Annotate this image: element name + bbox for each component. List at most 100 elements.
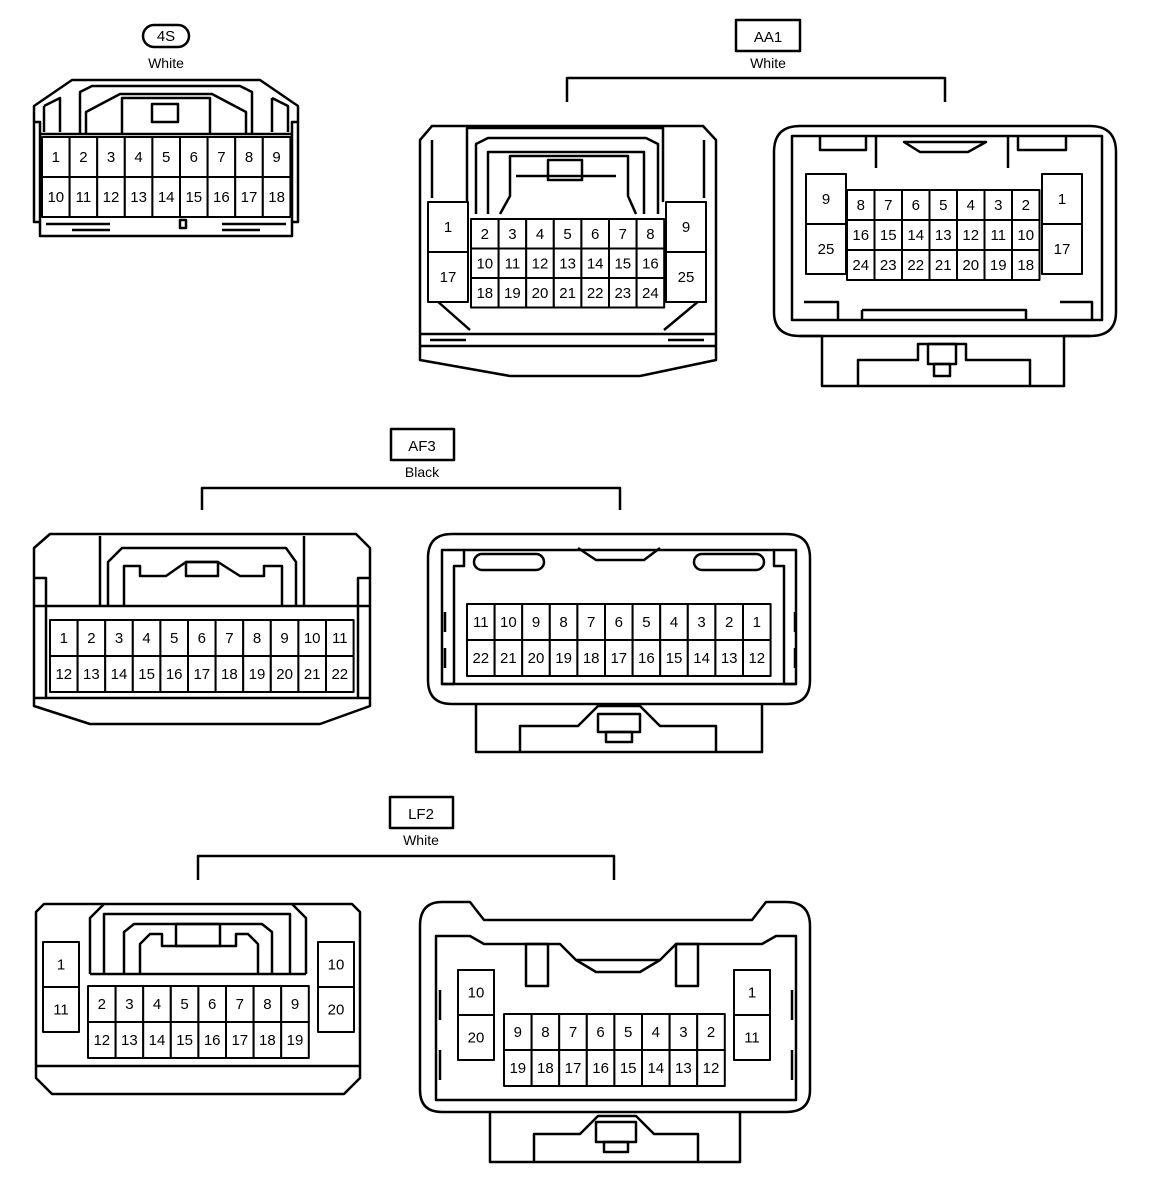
pin-20: 20 xyxy=(528,650,545,667)
pin-18-cell xyxy=(576,639,607,677)
connector-af3-bracket xyxy=(200,486,622,510)
pin-2: 2 xyxy=(1022,197,1030,214)
pin-13-cell xyxy=(114,1021,145,1059)
pin-2: 2 xyxy=(725,614,733,631)
connector-af3-code: AF3 xyxy=(408,438,436,455)
pin-10: 10 xyxy=(47,189,64,206)
connector-lf2-code-box xyxy=(388,795,455,830)
pin-12: 12 xyxy=(103,189,120,206)
connector-lf2-code: LF2 xyxy=(408,806,434,823)
pin-4-cell xyxy=(659,603,689,641)
pin-11-cell xyxy=(42,986,80,1033)
pin-15-cell xyxy=(179,176,209,218)
pin-4: 4 xyxy=(536,226,544,243)
pin-20: 20 xyxy=(276,666,293,683)
pin-7: 7 xyxy=(569,1024,577,1041)
pin-8: 8 xyxy=(559,614,567,631)
pin-20: 20 xyxy=(328,1002,345,1019)
connector-aa1-color: White xyxy=(750,55,786,71)
pin-16-cell xyxy=(585,1049,616,1087)
pin-11: 11 xyxy=(473,614,489,631)
pin-4: 4 xyxy=(134,149,142,166)
pin-19: 19 xyxy=(509,1060,526,1077)
pin-16: 16 xyxy=(852,227,869,244)
pin-16: 16 xyxy=(638,650,655,667)
pin-9-cell xyxy=(665,201,707,253)
connector-af3-left-housing xyxy=(32,532,372,726)
pin-20: 20 xyxy=(962,257,979,274)
pin-18-cell xyxy=(261,176,292,218)
pin-14: 14 xyxy=(587,255,604,272)
pin-6-cell xyxy=(580,218,611,250)
pin-3: 3 xyxy=(125,996,133,1013)
pin-12: 12 xyxy=(93,1032,110,1049)
pin-8: 8 xyxy=(541,1024,549,1041)
pin-9: 9 xyxy=(272,149,280,166)
pin-10: 10 xyxy=(304,630,321,647)
pin-12-cell xyxy=(696,1049,726,1087)
pin-5: 5 xyxy=(624,1024,632,1041)
pin-5: 5 xyxy=(162,149,170,166)
pin-18: 18 xyxy=(259,1032,276,1049)
pin-15-cell xyxy=(613,1049,644,1087)
pin-21: 21 xyxy=(559,285,576,302)
pin-1: 1 xyxy=(444,219,452,236)
pin-20: 20 xyxy=(468,1030,485,1047)
connector-af3-right-housing xyxy=(426,532,812,706)
pin-5: 5 xyxy=(939,197,947,214)
pin-19: 19 xyxy=(249,666,266,683)
pin-17: 17 xyxy=(440,269,457,286)
pin-25-cell xyxy=(805,223,847,275)
pin-18: 18 xyxy=(221,666,238,683)
pin-20-cell xyxy=(521,639,551,677)
pin-2-cell xyxy=(696,1013,726,1051)
pin-5-cell xyxy=(552,218,583,250)
pin-9: 9 xyxy=(532,614,540,631)
pin-6: 6 xyxy=(190,149,198,166)
pin-23-cell xyxy=(608,277,638,309)
pin-13: 13 xyxy=(130,189,147,206)
pin-10: 10 xyxy=(476,255,493,272)
pin-21: 21 xyxy=(304,666,321,683)
pin-11-cell xyxy=(983,219,1013,251)
pin-3-cell xyxy=(96,136,126,178)
pin-18-cell xyxy=(1011,249,1041,281)
pin-14: 14 xyxy=(111,666,128,683)
pin-11: 11 xyxy=(744,1030,760,1047)
pin-20-cell xyxy=(457,1014,495,1061)
pin-12: 12 xyxy=(55,666,72,683)
pin-13: 13 xyxy=(121,1032,138,1049)
pin-22: 22 xyxy=(587,285,604,302)
pin-1: 1 xyxy=(753,614,761,631)
pin-9-cell xyxy=(261,136,292,178)
pin-9: 9 xyxy=(822,191,830,208)
pin-2: 2 xyxy=(79,149,87,166)
pin-14: 14 xyxy=(693,650,710,667)
pin-14: 14 xyxy=(149,1032,166,1049)
pin-16-cell xyxy=(197,1021,227,1059)
pin-19-cell xyxy=(503,1049,533,1087)
pin-17-cell xyxy=(427,251,469,303)
pin-18: 18 xyxy=(583,650,600,667)
pin-21: 21 xyxy=(935,257,952,274)
connector-aa1-left-housing xyxy=(418,124,718,378)
pin-22-cell xyxy=(325,655,355,693)
pin-14: 14 xyxy=(647,1060,664,1077)
pin-12: 12 xyxy=(748,650,765,667)
pin-6: 6 xyxy=(198,630,206,647)
pin-5: 5 xyxy=(642,614,650,631)
pin-23-cell xyxy=(873,249,903,281)
pin-10-cell xyxy=(297,619,327,657)
pin-17-cell xyxy=(225,1021,255,1059)
pin-8: 8 xyxy=(857,197,865,214)
pin-4: 4 xyxy=(967,197,975,214)
pin-15: 15 xyxy=(185,189,202,206)
pin-17: 17 xyxy=(241,189,258,206)
pin-12: 12 xyxy=(703,1060,720,1077)
